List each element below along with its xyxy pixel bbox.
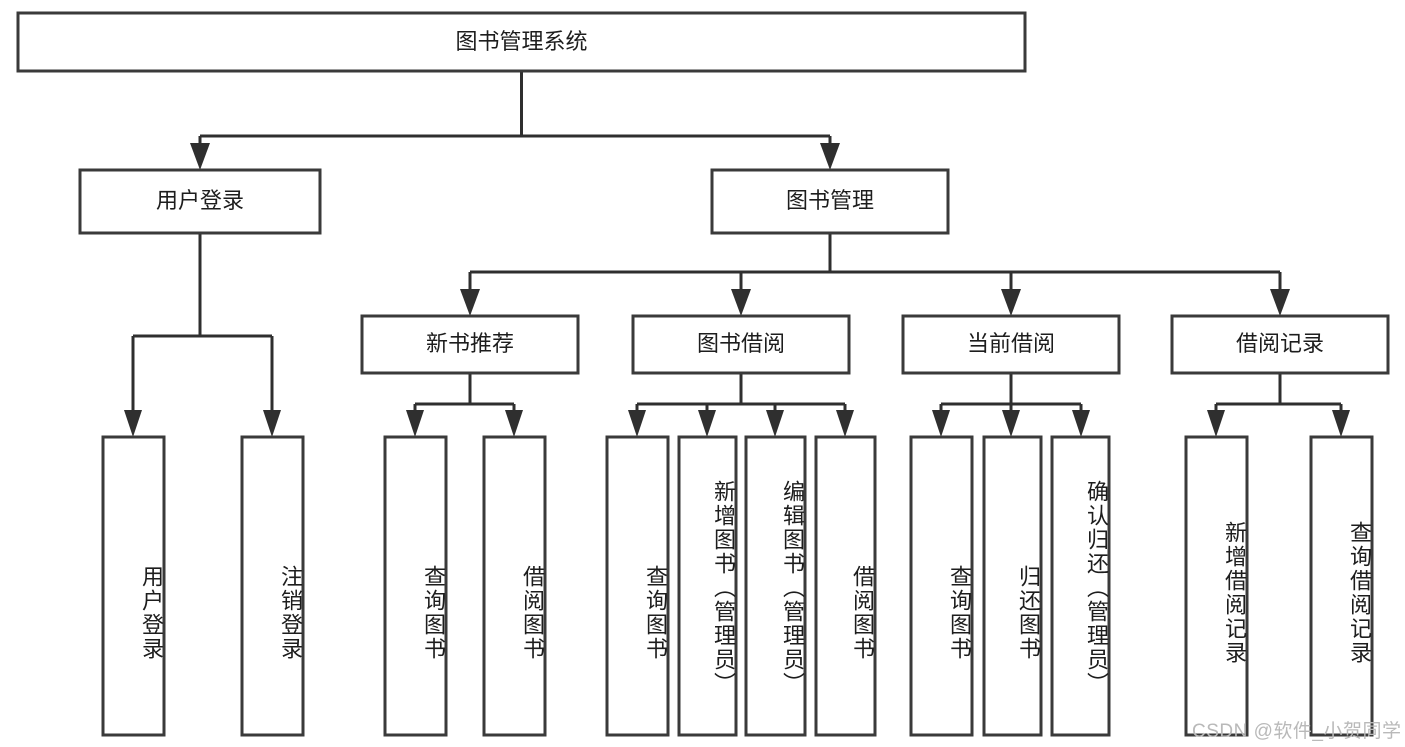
node-box-borrow-record[interactable]	[1170, 314, 1390, 375]
leaf-box-query-book-current[interactable]	[909, 435, 974, 737]
csdn-watermark: CSDN @软件_小贺同学	[1192, 721, 1402, 742]
node-label-new-book-recommend: 新书推荐	[426, 331, 514, 356]
arrow-head-leaf-5	[698, 410, 716, 437]
leaf-box-query-borrow-record[interactable]	[1309, 435, 1374, 737]
arrow-head-level2-0	[190, 143, 210, 170]
arrow-head-level3-1	[731, 289, 751, 316]
node-box-root[interactable]	[16, 11, 1027, 73]
leaf-box-return-book[interactable]	[982, 435, 1043, 737]
node-box-user-login[interactable]	[78, 168, 322, 235]
node-label-book-management: 图书管理	[786, 188, 874, 213]
node-box-current-borrow[interactable]	[901, 314, 1121, 375]
leaf-box-add-borrow-record[interactable]	[1184, 435, 1249, 737]
node-label-root: 图书管理系统	[455, 29, 587, 54]
arrow-head-leaf-8	[932, 410, 950, 437]
leaf-box-query-book-borrow[interactable]	[605, 435, 670, 737]
arrow-head-leaf-9	[1002, 410, 1020, 437]
leaf-box-user-login[interactable]	[101, 435, 166, 737]
arrow-head-leaf-11	[1207, 410, 1225, 437]
node-box-book-management[interactable]	[710, 168, 950, 235]
arrow-head-leaf-7	[836, 410, 854, 437]
arrow-head-leaf-12	[1332, 410, 1350, 437]
node-label-user-login: 用户登录	[156, 188, 244, 213]
arrow-head-level3-0	[460, 289, 480, 316]
node-label-current-borrow: 当前借阅	[967, 331, 1055, 356]
arrow-head-leaf-6	[766, 410, 784, 437]
leaf-box-borrow-book[interactable]	[814, 435, 877, 737]
leaf-box-confirm-return-admin[interactable]	[1050, 435, 1111, 737]
leaf-box-query-book-new[interactable]	[383, 435, 448, 737]
leaf-box-add-book-admin[interactable]	[677, 435, 738, 737]
arrow-head-level3-3	[1270, 289, 1290, 316]
arrow-head-level2-1	[820, 143, 840, 170]
node-label-borrow-record: 借阅记录	[1236, 331, 1324, 356]
arrow-head-leaf-1	[263, 410, 281, 437]
leaf-box-logout[interactable]	[240, 435, 305, 737]
arrow-head-leaf-4	[628, 410, 646, 437]
node-box-new-book-recommend[interactable]	[360, 314, 580, 375]
arrow-head-leaf-3	[505, 410, 523, 437]
arrow-head-leaf-0	[124, 410, 142, 437]
node-box-book-borrow[interactable]	[631, 314, 851, 375]
arrow-head-leaf-2	[406, 410, 424, 437]
leaf-box-borrow-book-new[interactable]	[482, 435, 547, 737]
leaf-box-edit-book-admin[interactable]	[744, 435, 807, 737]
arrow-head-leaf-10	[1072, 410, 1090, 437]
arrow-head-level3-2	[1001, 289, 1021, 316]
node-label-book-borrow: 图书借阅	[697, 331, 785, 356]
